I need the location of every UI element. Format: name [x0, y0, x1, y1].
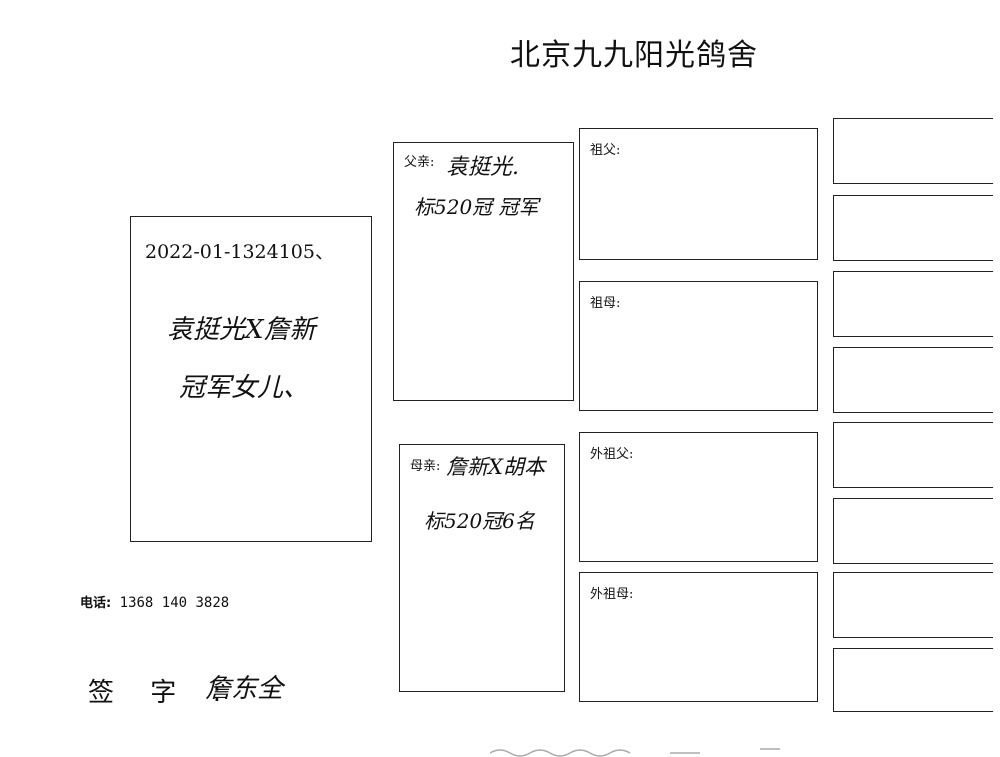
maternal-grandmother-label: 外祖母:: [590, 587, 634, 602]
mother-name: 詹新X胡本: [446, 455, 545, 479]
main-pigeon-card: 2022-01-1324105、 袁挺光X詹新 冠军女儿、: [130, 216, 372, 542]
father-card: 父亲: 袁挺光. 标520冠 冠军: [393, 142, 574, 401]
signature-label: 签 字 :: [88, 678, 236, 708]
grandfather-card: 祖父:: [579, 128, 818, 260]
grandmother-label: 祖母:: [590, 296, 621, 311]
phone-line: 电话: 1368 140 3828: [80, 592, 229, 611]
father-label: 父亲:: [404, 155, 435, 170]
great-grandparent-box-2: [833, 195, 993, 261]
great-grandparent-box-5: [833, 422, 993, 488]
maternal-grandfather-card: 外祖父:: [579, 432, 818, 562]
father-name: 袁挺光.: [446, 155, 519, 180]
grandfather-label: 祖父:: [590, 143, 621, 158]
grandmother-card: 祖母:: [579, 281, 818, 411]
great-grandparent-box-4: [833, 347, 993, 413]
ring-number: 2022-01-1324105、: [145, 241, 334, 263]
father-note: 标520冠 冠军: [414, 195, 539, 219]
great-grandparent-box-1: [833, 118, 993, 184]
page-title: 北京九九阳光鸽舍: [510, 38, 758, 73]
phone-label: 电话:: [80, 596, 112, 611]
great-grandparent-box-6: [833, 498, 993, 564]
phone-number: 1368 140 3828: [119, 595, 230, 611]
signature-value: 詹东全: [205, 674, 284, 704]
great-grandparent-box-3: [833, 271, 993, 337]
pairing-text: 袁挺光X詹新: [167, 315, 316, 345]
description-text: 冠军女儿、: [179, 373, 310, 403]
great-grandparent-box-8: [833, 648, 993, 712]
maternal-grandfather-label: 外祖父:: [590, 447, 634, 462]
mother-label: 母亲:: [410, 459, 441, 474]
maternal-grandmother-card: 外祖母:: [579, 572, 818, 702]
mother-card: 母亲: 詹新X胡本 标520冠6名: [399, 444, 565, 692]
mother-note: 标520冠6名: [424, 509, 535, 533]
footer-scribble: [490, 748, 780, 757]
great-grandparent-box-7: [833, 572, 993, 638]
